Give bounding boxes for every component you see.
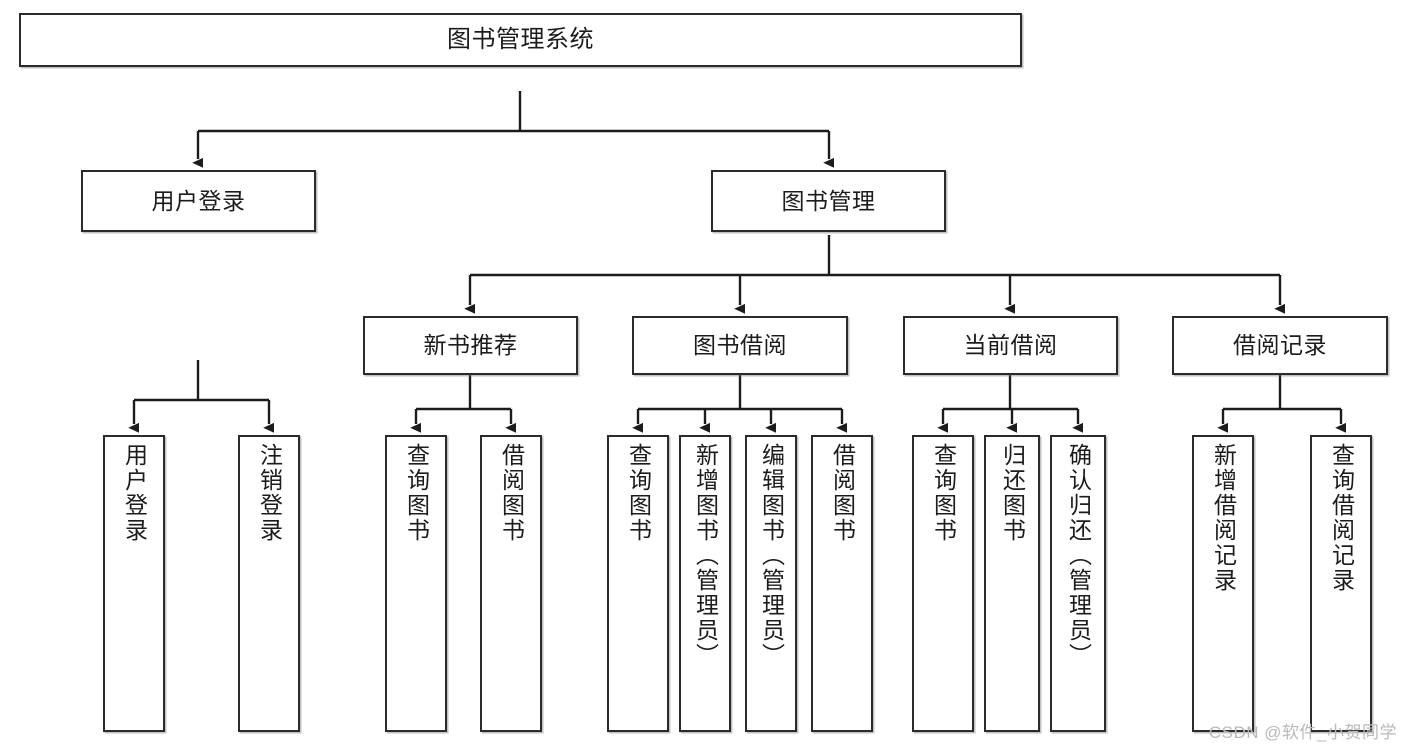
node-leaf-user-login[interactable]: 用户登录: [103, 435, 165, 732]
node-label-leaf-confirm-return: 确认归还（管理员）: [1065, 443, 1092, 668]
node-root[interactable]: 图书管理系统: [19, 13, 1022, 67]
node-label-current-borrow: 当前借阅: [963, 332, 1058, 359]
node-leaf-query-book-2[interactable]: 查询图书: [607, 435, 669, 732]
node-new-book-rec[interactable]: 新书推荐: [363, 316, 578, 375]
node-leaf-return-book[interactable]: 归还图书: [984, 435, 1040, 732]
node-label-leaf-query-record: 查询借阅记录: [1328, 443, 1355, 593]
node-leaf-edit-book[interactable]: 编辑图书（管理员）: [745, 435, 797, 732]
node-label-leaf-query-book-3: 查询图书: [930, 443, 957, 543]
node-label-new-book-rec: 新书推荐: [423, 332, 518, 359]
node-leaf-add-book[interactable]: 新增图书（管理员）: [679, 435, 731, 732]
node-leaf-logout[interactable]: 注销登录: [238, 435, 300, 732]
node-label-leaf-query-book-2: 查询图书: [625, 443, 652, 543]
node-label-leaf-add-record: 新增借阅记录: [1210, 443, 1237, 593]
node-label-leaf-borrow-book-2: 借阅图书: [829, 443, 856, 543]
node-label-borrow-record: 借阅记录: [1233, 332, 1327, 359]
node-label-user-login: 用户登录: [151, 187, 246, 214]
node-leaf-query-book-3[interactable]: 查询图书: [912, 435, 974, 732]
node-leaf-borrow-book-1[interactable]: 借阅图书: [480, 435, 542, 732]
node-leaf-confirm-return[interactable]: 确认归还（管理员）: [1050, 435, 1106, 732]
node-leaf-borrow-book-2[interactable]: 借阅图书: [811, 435, 873, 732]
node-label-leaf-user-login: 用户登录: [121, 443, 148, 543]
node-label-root: 图书管理系统: [447, 26, 594, 54]
node-user-login[interactable]: 用户登录: [81, 170, 316, 232]
node-leaf-add-record[interactable]: 新增借阅记录: [1192, 435, 1254, 732]
node-label-book-manage: 图书管理: [781, 187, 876, 214]
node-label-leaf-return-book: 归还图书: [999, 443, 1026, 543]
node-leaf-query-book-1[interactable]: 查询图书: [385, 435, 447, 732]
node-label-leaf-edit-book: 编辑图书（管理员）: [758, 443, 785, 668]
csdn-watermark: CSDN @软件_小贺同学: [1208, 723, 1397, 742]
node-book-borrow[interactable]: 图书借阅: [632, 316, 848, 375]
node-label-leaf-logout: 注销登录: [256, 443, 283, 543]
node-book-manage[interactable]: 图书管理: [711, 170, 946, 232]
node-leaf-query-record[interactable]: 查询借阅记录: [1310, 435, 1372, 732]
node-borrow-record[interactable]: 借阅记录: [1172, 316, 1388, 375]
node-label-book-borrow: 图书借阅: [693, 332, 787, 359]
node-label-leaf-borrow-book-1: 借阅图书: [498, 443, 525, 543]
node-label-leaf-query-book-1: 查询图书: [403, 443, 430, 543]
node-current-borrow[interactable]: 当前借阅: [903, 316, 1118, 375]
node-label-leaf-add-book: 新增图书（管理员）: [692, 443, 719, 668]
